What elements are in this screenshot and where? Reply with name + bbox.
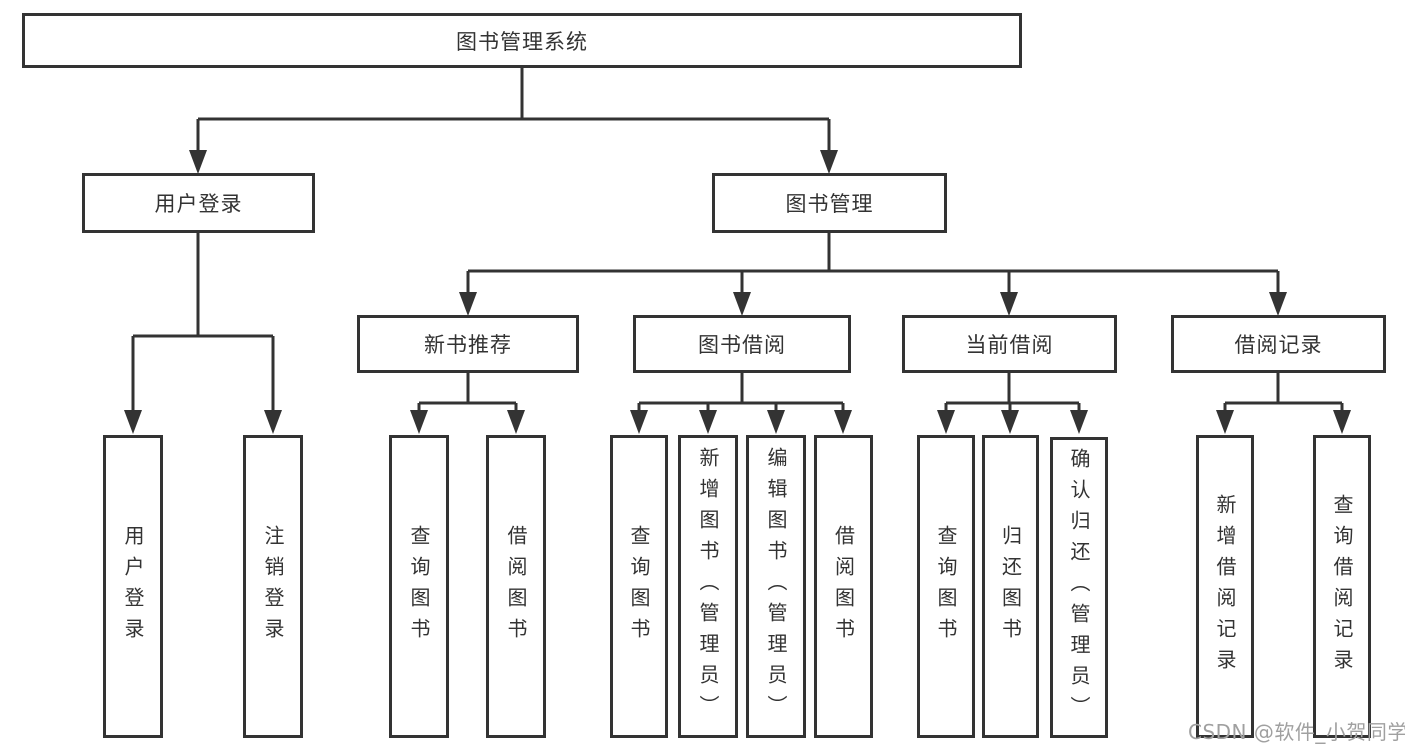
node-current-borrowing: 当前借阅 — [902, 315, 1117, 373]
node-label: 查询借阅记录 — [1330, 493, 1354, 680]
node-label: 借阅图书 — [504, 524, 528, 649]
node-label: 新增图书（管理员） — [696, 447, 720, 726]
node-label: 图书管理系统 — [456, 29, 588, 54]
leaf-query-books-current: 查询图书 — [917, 435, 975, 738]
leaf-add-borrow-record: 新增借阅记录 — [1196, 435, 1254, 738]
edge-lines — [131, 68, 1344, 412]
node-user-login-branch: 用户登录 — [82, 173, 315, 233]
node-label: 借阅图书 — [831, 524, 856, 649]
leaf-query-books-borrowing: 查询图书 — [610, 435, 668, 738]
csdn-watermark: CSDN @软件_小贺同学 — [1188, 720, 1405, 744]
node-label: 注销登录 — [261, 524, 285, 649]
leaf-add-books-admin: 新增图书（管理员） — [678, 435, 738, 738]
node-label: 归还图书 — [998, 524, 1023, 649]
leaf-user-login: 用户登录 — [103, 435, 163, 738]
node-label: 查询图书 — [934, 524, 958, 649]
node-label: 确认归还（管理员） — [1067, 448, 1091, 727]
node-new-book-recommendation: 新书推荐 — [357, 315, 579, 373]
node-book-management: 图书管理 — [712, 173, 947, 233]
node-label: 图书借阅 — [698, 333, 786, 357]
leaf-query-books-recommend: 查询图书 — [389, 435, 449, 738]
leaf-return-books: 归还图书 — [982, 435, 1039, 738]
node-borrowing-records: 借阅记录 — [1171, 315, 1386, 373]
leaf-borrow-books-recommend: 借阅图书 — [486, 435, 546, 738]
node-label: 新增借阅记录 — [1213, 493, 1237, 680]
node-label: 查询图书 — [627, 524, 651, 649]
leaf-logout: 注销登录 — [243, 435, 303, 738]
node-label: 借阅记录 — [1234, 333, 1323, 357]
node-label: 当前借阅 — [965, 333, 1054, 357]
leaf-confirm-return-admin: 确认归还（管理员） — [1050, 437, 1108, 738]
leaf-borrow-books: 借阅图书 — [814, 435, 873, 738]
node-label: 编辑图书（管理员） — [764, 447, 788, 726]
arrowheads — [124, 150, 1351, 434]
leaf-query-borrow-record: 查询借阅记录 — [1313, 435, 1371, 738]
node-label: 新书推荐 — [424, 333, 512, 357]
node-label: 用户登录 — [154, 192, 243, 216]
node-library-management-system: 图书管理系统 — [22, 13, 1022, 68]
node-label: 用户登录 — [121, 524, 145, 649]
node-label: 查询图书 — [407, 524, 431, 649]
node-label: 图书管理 — [785, 192, 874, 216]
node-book-borrowing: 图书借阅 — [633, 315, 851, 373]
leaf-edit-books-admin: 编辑图书（管理员） — [746, 435, 806, 738]
